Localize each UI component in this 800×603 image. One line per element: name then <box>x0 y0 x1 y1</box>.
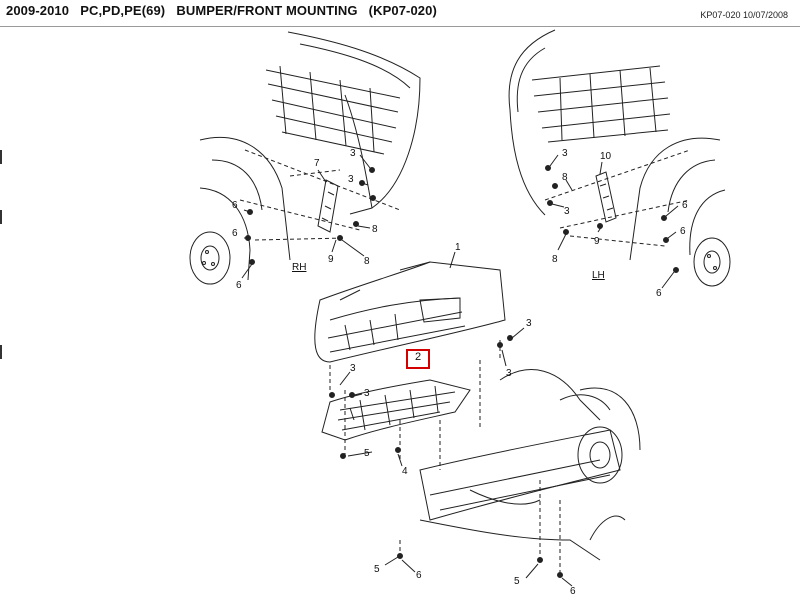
callout-6: 6 <box>682 200 688 211</box>
callout-3: 3 <box>564 206 570 217</box>
callout-9: 9 <box>594 236 600 247</box>
callout-3: 3 <box>350 363 356 374</box>
left-edge-mark <box>0 210 2 224</box>
diagram-reference: KP07-020 10/07/2008 <box>700 10 788 20</box>
callout-4: 4 <box>402 466 408 477</box>
callout-10: 10 <box>600 151 612 162</box>
lh-bumper-view <box>508 29 731 289</box>
callout-3: 3 <box>506 368 512 379</box>
left-edge-mark <box>0 150 2 164</box>
highlighted-part-callout-label: 2 <box>414 351 422 363</box>
callout-9: 9 <box>328 254 334 265</box>
main-bumper-assembly <box>314 251 641 587</box>
callout-3: 3 <box>350 148 356 159</box>
highlighted-part-callout-box[interactable] <box>406 349 430 369</box>
callout-5: 5 <box>514 576 520 587</box>
callout-6: 6 <box>236 280 242 291</box>
callout-8: 8 <box>372 224 378 235</box>
callout-3: 3 <box>562 148 568 159</box>
callout-5: 5 <box>364 448 370 459</box>
callout-3: 3 <box>526 318 532 329</box>
callout-5: 5 <box>374 564 380 575</box>
callout-8: 8 <box>562 172 568 183</box>
callout-labels: 7 3 3 6 6 6 8 8 9 10 3 3 8 8 9 6 6 6 1 3… <box>232 148 688 597</box>
callout-8: 8 <box>552 254 558 265</box>
callout-6: 6 <box>656 288 662 299</box>
callout-6: 6 <box>570 586 576 597</box>
callout-3: 3 <box>364 388 370 399</box>
lh-side-label: LH <box>592 270 605 281</box>
header-divider <box>0 26 800 27</box>
callout-6: 6 <box>232 228 238 239</box>
callout-6: 6 <box>416 570 422 581</box>
callout-7: 7 <box>314 158 320 169</box>
callout-6: 6 <box>680 226 686 237</box>
rh-side-label: RH <box>292 262 306 273</box>
diagram-title: 2009-2010 PC,PD,PE(69) BUMPER/FRONT MOUN… <box>6 3 437 18</box>
callout-6: 6 <box>232 200 238 211</box>
rh-bumper-view <box>189 31 421 285</box>
callout-8: 8 <box>364 256 370 267</box>
left-edge-mark <box>0 345 2 359</box>
callout-3: 3 <box>348 174 354 185</box>
callout-1: 1 <box>455 242 461 253</box>
